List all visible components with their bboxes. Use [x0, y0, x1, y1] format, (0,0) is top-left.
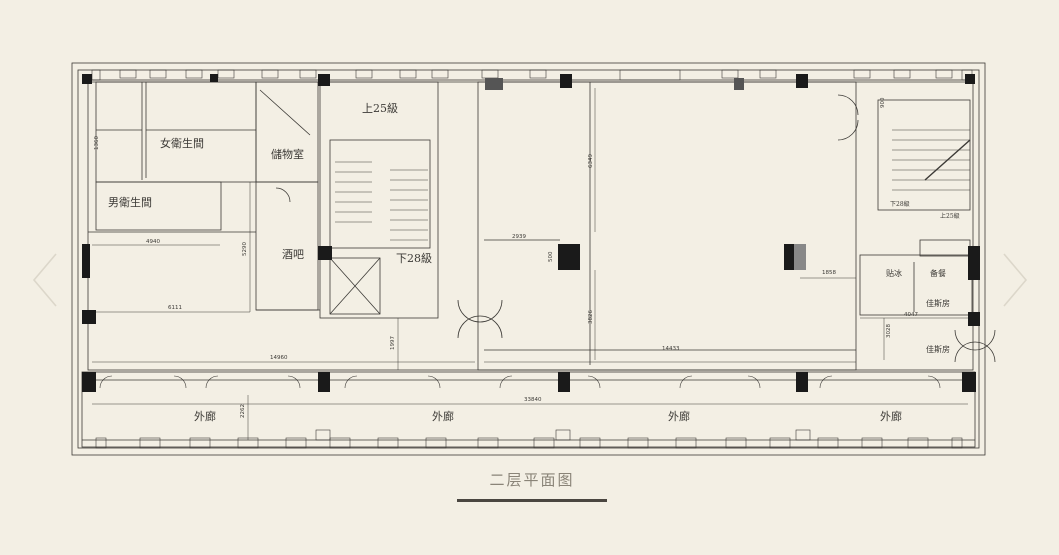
outer-corridor-outline	[81, 371, 976, 448]
stairwell-left	[319, 81, 439, 319]
label-service-2: 佳斯房	[926, 344, 950, 354]
dim-4047: 4047	[904, 312, 918, 318]
label-stairs-up: 上25級	[362, 102, 398, 115]
label-womens-restroom: 女衛生間	[160, 136, 204, 150]
structural-columns	[82, 74, 980, 392]
caption-underline	[457, 499, 607, 502]
label-stairs-down-right: 下28級	[890, 200, 910, 208]
label-corridor-2: 外廊	[432, 409, 454, 423]
dim-2939: 2939	[512, 234, 526, 240]
dim-1997: 1997	[390, 336, 396, 350]
storage-room	[255, 81, 319, 183]
label-service-1: 佳斯房	[926, 298, 950, 308]
bar-room	[255, 181, 319, 311]
dim-1858: 1858	[822, 270, 836, 276]
dim-3028: 3028	[886, 324, 892, 338]
chevron-left-icon	[32, 253, 57, 307]
label-stairs-down: 下28級	[396, 252, 432, 265]
dim-6349: 6349	[588, 154, 594, 168]
prev-slide-button[interactable]	[24, 250, 60, 310]
dim-14960: 14960	[270, 355, 288, 361]
stairwell-right	[877, 99, 971, 211]
dim-3826: 3826	[588, 310, 594, 324]
label-mens-restroom: 男衛生間	[108, 195, 152, 209]
elevator-shaft	[329, 257, 381, 315]
dim-1360: 1360	[94, 136, 100, 150]
chevron-right-icon	[1003, 253, 1028, 307]
label-storage: 儲物室	[271, 147, 304, 161]
label-room-b: 备餐	[930, 268, 946, 278]
diagram-caption: 二层平面图	[457, 466, 607, 502]
dim-4940: 4940	[146, 239, 160, 245]
label-corridor-3: 外廊	[668, 409, 690, 423]
label-bar: 酒吧	[282, 248, 304, 261]
label-room-a: 贴冰	[886, 268, 902, 278]
label-corridor-1: 外廊	[194, 409, 216, 423]
diagram-title: 二层平面图	[489, 471, 575, 489]
label-corridor-4: 外廊	[880, 409, 902, 423]
dim-500: 500	[548, 251, 554, 262]
dim-900: 900	[880, 97, 886, 108]
dim-5290: 5290	[242, 242, 248, 256]
central-hall	[477, 81, 857, 371]
dim-33840: 33840	[524, 397, 542, 403]
dim-6111: 6111	[168, 305, 182, 311]
inner-frame	[77, 69, 980, 449]
dim-2262: 2262	[240, 404, 246, 418]
dim-14433: 14433	[662, 346, 680, 352]
outer-frame	[71, 62, 986, 456]
label-stairs-up-right: 上25級	[940, 212, 960, 220]
next-slide-button[interactable]	[998, 250, 1034, 310]
